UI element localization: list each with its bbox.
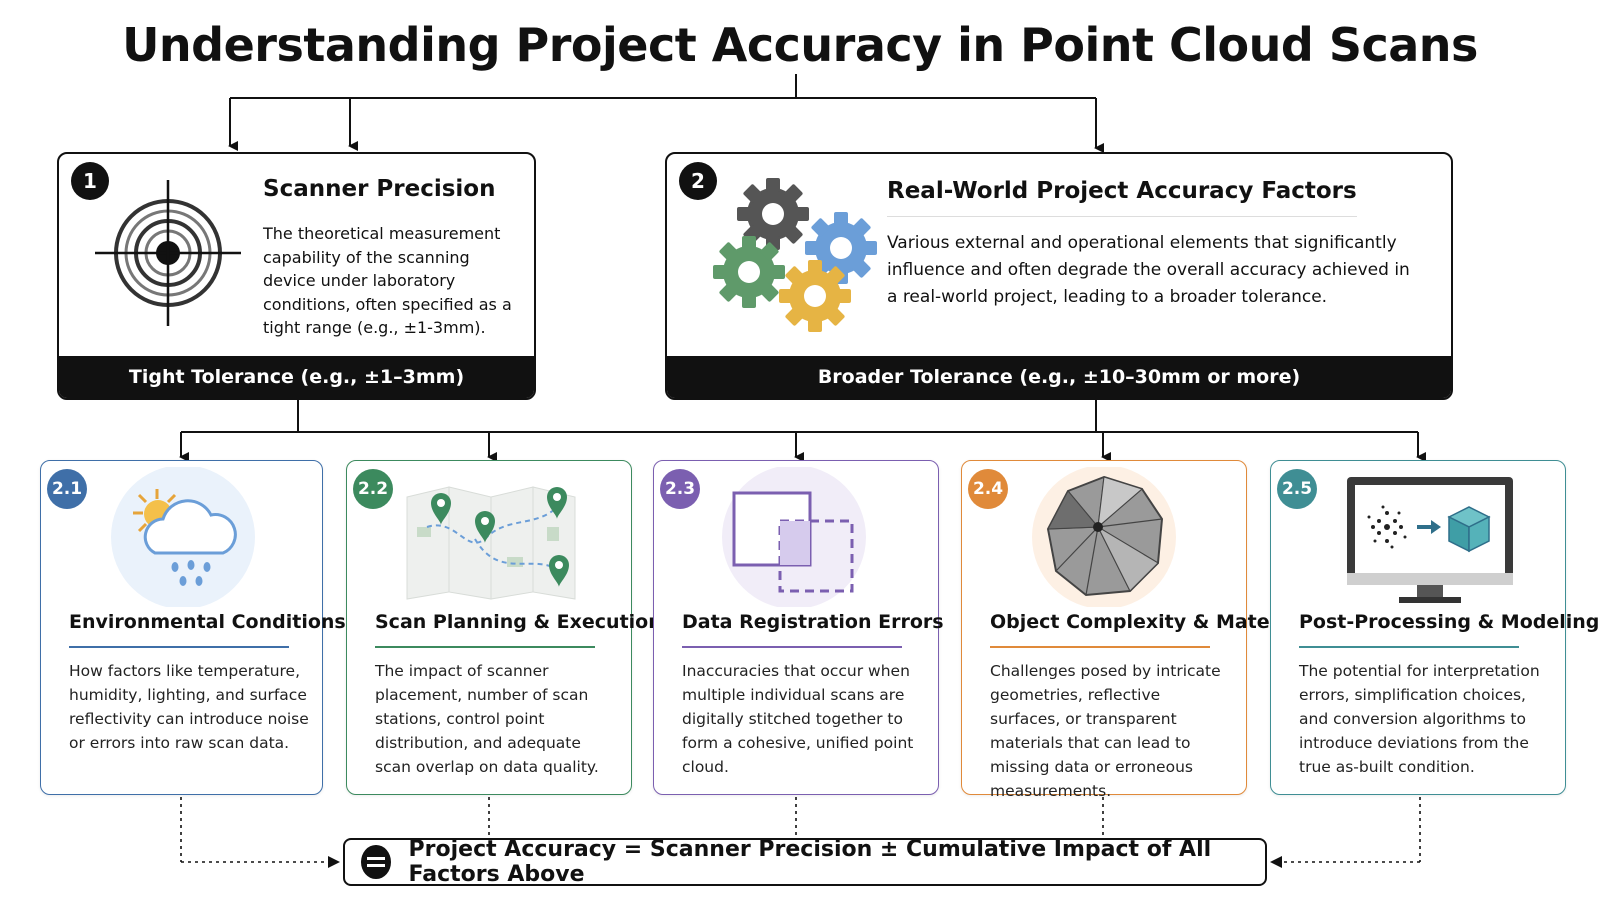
factor-rule: [69, 646, 289, 648]
step-badge-2: 2: [679, 162, 717, 200]
scanner-precision-title: Scanner Precision: [263, 176, 496, 202]
scanner-precision-box: 1 Scanner Precision The theoretical meas…: [57, 152, 536, 400]
weather-icon: [111, 467, 255, 607]
factor-badge: 2.2: [353, 469, 393, 509]
real-world-factors-box: 2 Real-World Project Acc: [665, 152, 1453, 400]
factor-description: How factors like temperature, humidity, …: [69, 662, 309, 752]
factor-title: Scan Planning & Execution: [375, 611, 662, 633]
real-world-factors-rule: [887, 216, 1357, 217]
factor-card-scan-planning: 2.2 Scan Planning & Execution The impact…: [346, 460, 662, 795]
factor-card-post-processing: 2.5 Post-Processing & Modeling The poten…: [1270, 460, 1600, 795]
page-title: Understanding Project Accuracy in Point …: [122, 18, 1478, 72]
factor-rule: [375, 646, 595, 648]
factor-title: Data Registration Errors: [682, 611, 944, 633]
target-icon: [95, 180, 241, 326]
factor-badge: 2.1: [47, 469, 87, 509]
broader-tolerance-band: Broader Tolerance (e.g., ±10–30mm or mor…: [667, 356, 1451, 398]
equals-icon: [361, 845, 391, 879]
factor-title: Environmental Conditions: [69, 611, 346, 633]
formula-text: Project Accuracy = Scanner Precision ± C…: [408, 837, 1212, 887]
factor-title: Object Complexity & Material: [990, 611, 1305, 633]
real-world-factors-description: Various external and operational element…: [887, 233, 1410, 307]
factor-description: Challenges posed by intricate geometries…: [990, 662, 1221, 800]
overlap-squares-icon: [722, 467, 866, 607]
gears-icon: [713, 178, 877, 332]
factor-card-data-registration: 2.3 Data Registration Errors Inaccuracie…: [653, 460, 944, 795]
factor-rule: [1299, 646, 1519, 648]
factor-badge: 2.5: [1277, 469, 1317, 509]
scanner-precision-description: The theoretical measurement capability o…: [263, 224, 512, 337]
factor-title: Post-Processing & Modeling: [1299, 611, 1600, 633]
polyhedron-icon: [1032, 467, 1176, 607]
real-world-factors-title: Real-World Project Accuracy Factors: [887, 178, 1357, 204]
factor-card-environmental: 2.1 Environmental Conditions How factors…: [40, 460, 346, 795]
factor-badge: 2.3: [660, 469, 700, 509]
factor-rule: [990, 646, 1210, 648]
project-accuracy-formula: Project Accuracy = Scanner Precision ± C…: [343, 837, 1267, 887]
factor-badge: 2.4: [968, 469, 1008, 509]
factor-description: Inaccuracies that occur when multiple in…: [682, 662, 914, 776]
factor-rule: [682, 646, 902, 648]
map-pins-icon: [406, 486, 576, 600]
factor-card-object-complexity: 2.4 Object Complexity & Material Challen…: [961, 460, 1305, 800]
monitor-icon: [1347, 477, 1513, 603]
tight-tolerance-band: Tight Tolerance (e.g., ±1–3mm): [59, 356, 534, 398]
step-badge-1: 1: [71, 162, 109, 200]
factor-description: The potential for interpretation errors,…: [1299, 662, 1540, 776]
factor-description: The impact of scanner placement, number …: [375, 662, 599, 776]
